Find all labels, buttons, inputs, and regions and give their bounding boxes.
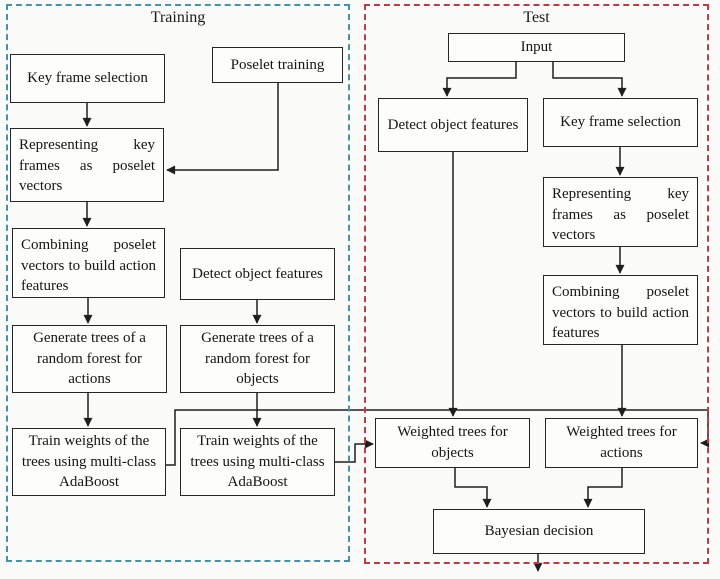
- training-generate-trees-actions-box: Generate trees of a random forest for ac…: [12, 325, 167, 393]
- arrow-weighted-actions-to-bayesian: [583, 468, 623, 508]
- arrow-train-weights-actions-to-weighted-actions: [166, 409, 710, 466]
- test-bayesian-decision-box: Bayesian decision: [433, 509, 645, 554]
- arrow-input-to-detect: [442, 62, 517, 97]
- training-representing-box: Representing key frames as poselet vecto…: [10, 128, 164, 202]
- training-detect-object-features-box: Detect object features: [180, 248, 335, 300]
- training-section: Training: [6, 4, 350, 562]
- test-weighted-trees-objects-box: Weighted trees for objects: [375, 418, 530, 468]
- test-section: Test: [364, 4, 709, 564]
- test-combining-box: Combining poselet vectors to build actio…: [543, 275, 698, 345]
- training-section-title: Training: [150, 9, 206, 26]
- training-generate-trees-objects-box: Generate trees of a random forest for ob…: [180, 325, 335, 393]
- training-combining-box: Combining poselet vectors to build actio…: [12, 228, 165, 298]
- training-key-frame-selection-box: Key frame selection: [10, 54, 165, 103]
- test-weighted-trees-actions-box: Weighted trees for actions: [545, 418, 698, 468]
- test-input-box: Input: [448, 33, 625, 62]
- arrow-poselet-training-to-representing: [166, 83, 279, 175]
- test-key-frame-selection-box: Key frame selection: [543, 98, 698, 147]
- arrow-weighted-objects-to-bayesian: [454, 468, 492, 508]
- test-representing-box: Representing key frames as poselet vecto…: [543, 177, 698, 247]
- test-detect-object-features-box: Detect object features: [378, 98, 528, 152]
- training-train-weights-actions-box: Train weights of the trees using multi-c…: [12, 428, 166, 496]
- training-train-weights-objects-box: Train weights of the trees using multi-c…: [180, 428, 335, 496]
- arrow-input-to-kfs: [552, 62, 627, 97]
- test-section-title: Test: [523, 9, 550, 26]
- training-poselet-training-box: Poselet training: [212, 47, 343, 83]
